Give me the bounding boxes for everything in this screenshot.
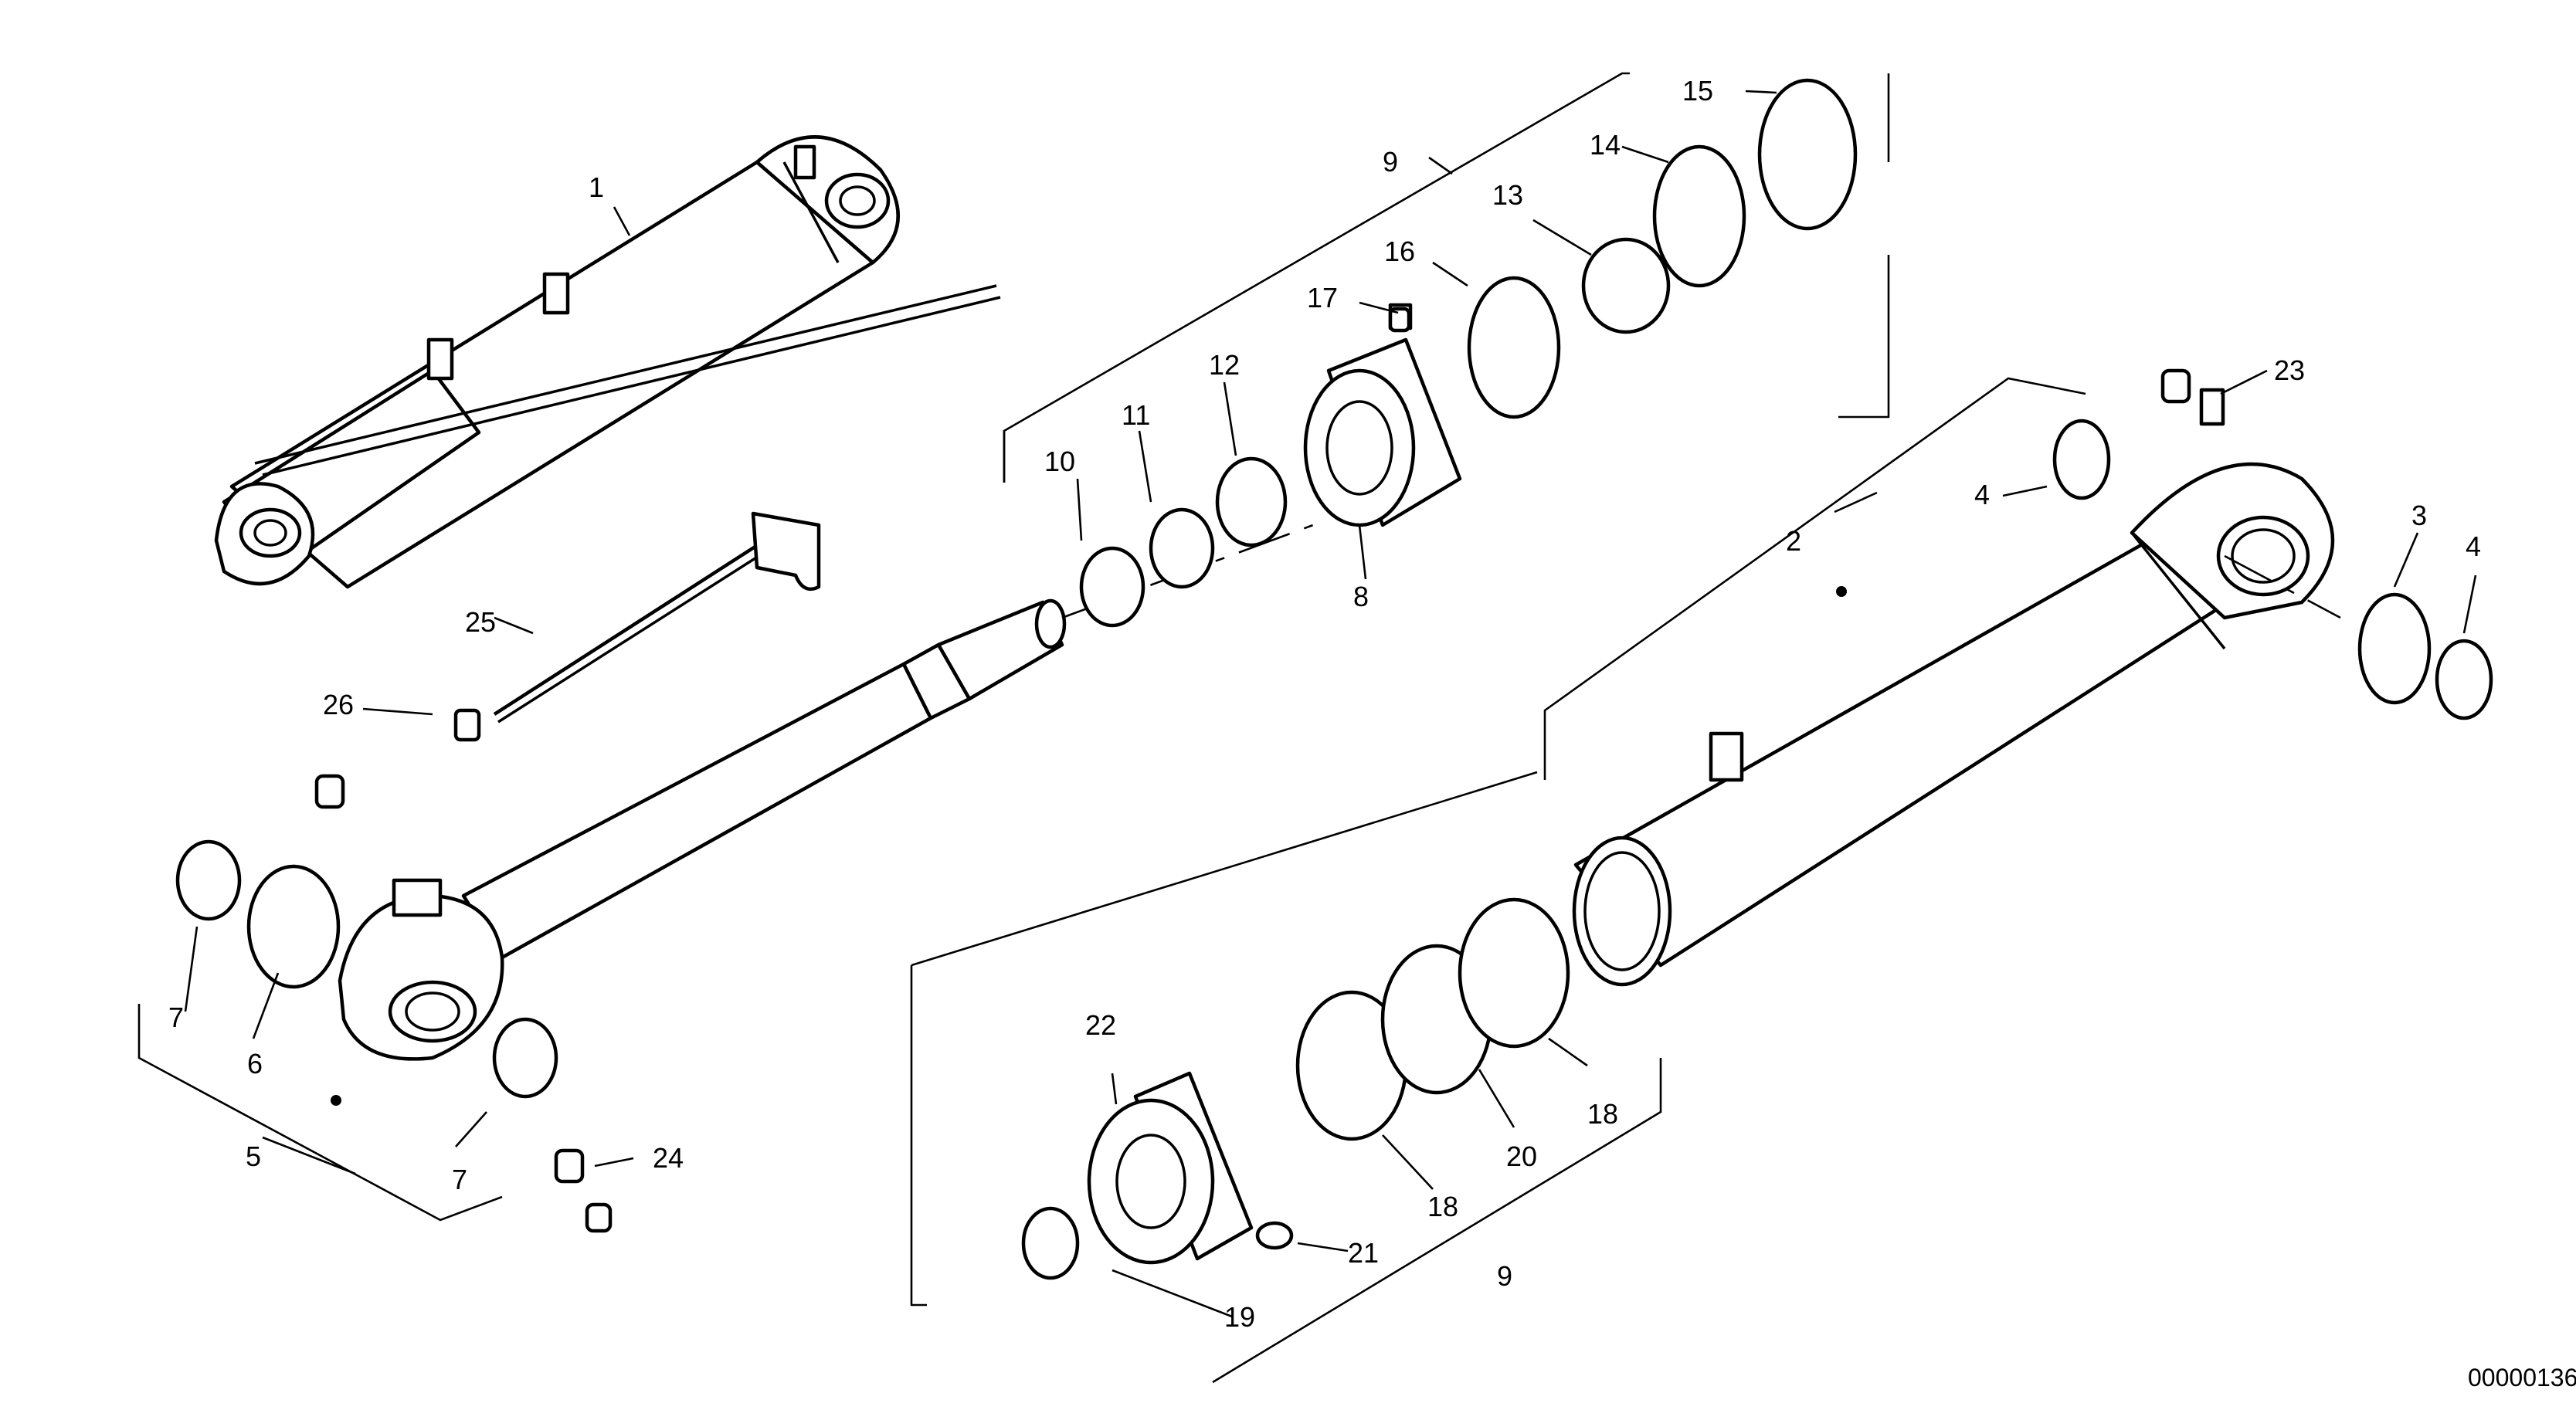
leader-lines [184, 90, 2477, 1318]
callout-10: 10 [1044, 446, 1075, 477]
callout-3: 3 [2411, 500, 2427, 531]
callout-7: 7 [168, 1002, 184, 1033]
callout-12: 12 [1209, 349, 1240, 381]
assembled-cylinder [214, 135, 1001, 589]
callout-17: 17 [1307, 282, 1338, 314]
callout-18: 18 [1427, 1191, 1458, 1222]
callout-20: 20 [1506, 1141, 1537, 1172]
callout-1: 1 [589, 171, 604, 203]
callout-2: 2 [1786, 525, 1801, 557]
cylinder-head [1303, 303, 1462, 527]
callout-23: 23 [2274, 354, 2305, 386]
piston [1087, 1071, 1254, 1265]
callout-21: 21 [1348, 1237, 1379, 1269]
callout-24: 24 [653, 1142, 684, 1174]
callout-5: 5 [246, 1141, 261, 1172]
callout-8: 8 [1353, 581, 1369, 612]
locking-pin [493, 511, 821, 724]
callout-26: 26 [323, 689, 354, 720]
callout-15: 15 [1682, 75, 1713, 107]
lube-dot [1836, 586, 1847, 597]
callout-14: 14 [1590, 129, 1621, 161]
document-number: 00000136 [2468, 1364, 2576, 1391]
callout-11: 11 [1122, 399, 1150, 431]
seal-rings [175, 78, 2493, 1280]
callout-7: 7 [452, 1164, 467, 1195]
group-brackets [137, 72, 2086, 1384]
callout-6: 6 [247, 1048, 263, 1080]
callout-18: 18 [1587, 1098, 1618, 1130]
callout-4: 4 [1974, 479, 1990, 510]
callout-9: 9 [1497, 1260, 1512, 1292]
callout-13: 13 [1492, 179, 1523, 211]
callout-22: 22 [1085, 1009, 1116, 1041]
callout-9: 9 [1383, 146, 1398, 178]
lube-dot [331, 1095, 341, 1106]
piston-rod [338, 524, 1314, 1061]
callout-25: 25 [465, 606, 496, 638]
callout-19: 19 [1224, 1301, 1255, 1333]
callout-4: 4 [2466, 530, 2481, 562]
cylinder-barrel [1572, 462, 2341, 987]
callout-labels: 1 2 3 4 4 5 6 7 7 8 9 9 10 11 12 13 14 1… [168, 75, 2576, 1391]
callout-16: 16 [1384, 236, 1415, 267]
